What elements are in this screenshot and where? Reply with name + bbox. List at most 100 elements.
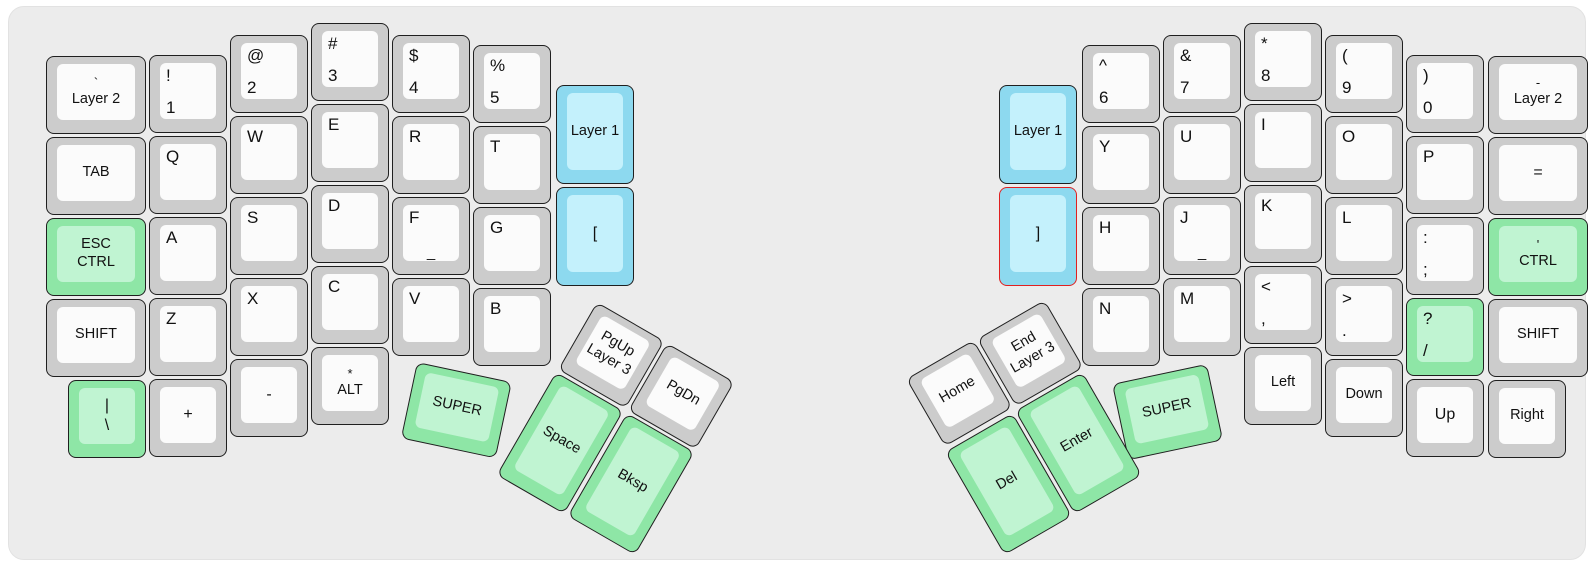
keycap-top: &7 — [1174, 43, 1230, 99]
keycap-top: N — [1093, 296, 1149, 352]
keycap-top: $4 — [403, 43, 459, 99]
key-n[interactable]: N — [1082, 288, 1160, 366]
key-percent-5[interactable]: %5 — [473, 45, 551, 123]
key-star-8[interactable]: *8 — [1244, 23, 1322, 101]
key-plus[interactable]: + — [149, 379, 227, 457]
key-shift-left[interactable]: SHIFT — [46, 299, 146, 377]
key-equals[interactable]: = — [1488, 137, 1588, 215]
key-f-homing[interactable]: F_ — [392, 197, 470, 275]
keycap-top: [ — [567, 195, 623, 272]
key-label: U — [1180, 127, 1193, 146]
key-a[interactable]: A — [149, 217, 227, 295]
key-label: 7 — [1180, 78, 1190, 97]
key-less-comma[interactable]: <, — [1244, 266, 1322, 344]
key-label: F — [409, 208, 420, 227]
key-right-bracket[interactable]: ] — [999, 187, 1077, 286]
keycap-top: @2 — [241, 43, 297, 99]
key-j-homing[interactable]: J_ — [1163, 197, 1241, 275]
key-label: CTRL — [1519, 253, 1557, 270]
key-quote-ctrl[interactable]: 'CTRL — [1488, 218, 1588, 296]
key-arrow-up[interactable]: Up — [1406, 379, 1484, 457]
key-r[interactable]: R — [392, 116, 470, 194]
key-l[interactable]: L — [1325, 197, 1403, 275]
key-k[interactable]: K — [1244, 185, 1322, 263]
key-label: ! — [166, 66, 171, 85]
keycap-top: %5 — [484, 53, 540, 109]
key-label: , — [1261, 309, 1266, 328]
key-layer1-right[interactable]: Layer 1 — [999, 85, 1077, 184]
key-i[interactable]: I — [1244, 104, 1322, 182]
key-d[interactable]: D — [311, 185, 389, 263]
key-label: - — [266, 386, 272, 404]
key-caret-6[interactable]: ^6 — [1082, 45, 1160, 123]
key-at-2[interactable]: @2 — [230, 35, 308, 113]
key-label: _ — [1197, 244, 1207, 261]
keycap-top: (9 — [1336, 43, 1392, 99]
key-label: # — [328, 34, 338, 53]
key-pipe-backslash[interactable]: |\ — [68, 380, 146, 458]
key-minus-layer2-right[interactable]: -Layer 2 — [1488, 56, 1588, 134]
key-z[interactable]: Z — [149, 298, 227, 376]
key-label: ] — [1035, 224, 1041, 242]
key-v[interactable]: V — [392, 278, 470, 356]
key-greater-period[interactable]: >. — [1325, 278, 1403, 356]
key-h[interactable]: H — [1082, 207, 1160, 285]
key-label: Left — [1270, 374, 1296, 391]
key-label: * — [1261, 34, 1268, 53]
key-dollar-4[interactable]: $4 — [392, 35, 470, 113]
keycap-top: O — [1336, 124, 1392, 180]
key-label: Z — [166, 309, 177, 328]
key-label: O — [1342, 127, 1356, 146]
key-label: $ — [409, 46, 419, 65]
key-grave-layer2-left[interactable]: `Layer 2 — [46, 56, 146, 134]
keycap-top: T — [484, 134, 540, 190]
key-m[interactable]: M — [1163, 278, 1241, 356]
key-super-left[interactable]: SUPER — [400, 362, 512, 459]
key-u[interactable]: U — [1163, 116, 1241, 194]
key-p[interactable]: P — [1406, 136, 1484, 214]
key-paren-9[interactable]: (9 — [1325, 35, 1403, 113]
key-y[interactable]: Y — [1082, 126, 1160, 204]
key-label: X — [247, 289, 259, 308]
key-b[interactable]: B — [473, 288, 551, 366]
key-q[interactable]: Q — [149, 136, 227, 214]
key-o[interactable]: O — [1325, 116, 1403, 194]
key-arrow-right[interactable]: Right — [1488, 380, 1566, 458]
key-layer1-left[interactable]: Layer 1 — [556, 85, 634, 184]
keycap-top: Y — [1093, 134, 1149, 190]
key-question-slash[interactable]: ?/ — [1406, 298, 1484, 376]
key-label: A — [166, 228, 178, 247]
key-tab[interactable]: TAB — [46, 137, 146, 215]
key-s[interactable]: S — [230, 197, 308, 275]
key-minus-left[interactable]: - — [230, 359, 308, 437]
keycap-top: Layer 1 — [1010, 93, 1066, 170]
key-hash-3[interactable]: #3 — [311, 23, 389, 101]
key-g[interactable]: G — [473, 207, 551, 285]
key-super-right[interactable]: SUPER — [1112, 363, 1224, 461]
keycap-top: L — [1336, 205, 1392, 261]
key-label: K — [1261, 196, 1273, 215]
key-star-alt[interactable]: *ALT — [311, 347, 389, 425]
key-label: _ — [426, 244, 436, 261]
keycap-top: SUPER — [414, 372, 500, 443]
key-x[interactable]: X — [230, 278, 308, 356]
key-label: Enter — [1057, 423, 1096, 456]
key-exclam-1[interactable]: !1 — [149, 55, 227, 133]
key-amp-7[interactable]: &7 — [1163, 35, 1241, 113]
key-arrow-down[interactable]: Down — [1325, 359, 1403, 437]
key-label: ' — [1536, 236, 1540, 252]
key-label: ; — [1423, 260, 1428, 279]
key-colon-semicolon[interactable]: :; — [1406, 217, 1484, 295]
key-w[interactable]: W — [230, 116, 308, 194]
key-label: J — [1180, 208, 1189, 227]
key-left-bracket[interactable]: [ — [556, 187, 634, 286]
key-shift-right[interactable]: SHIFT — [1488, 299, 1588, 377]
keycap-top: = — [1499, 145, 1577, 201]
key-c[interactable]: C — [311, 266, 389, 344]
key-t[interactable]: T — [473, 126, 551, 204]
key-e[interactable]: E — [311, 104, 389, 182]
keycap-top: P — [1417, 144, 1473, 200]
key-paren-0[interactable]: )0 — [1406, 55, 1484, 133]
key-arrow-left[interactable]: Left — [1244, 347, 1322, 425]
